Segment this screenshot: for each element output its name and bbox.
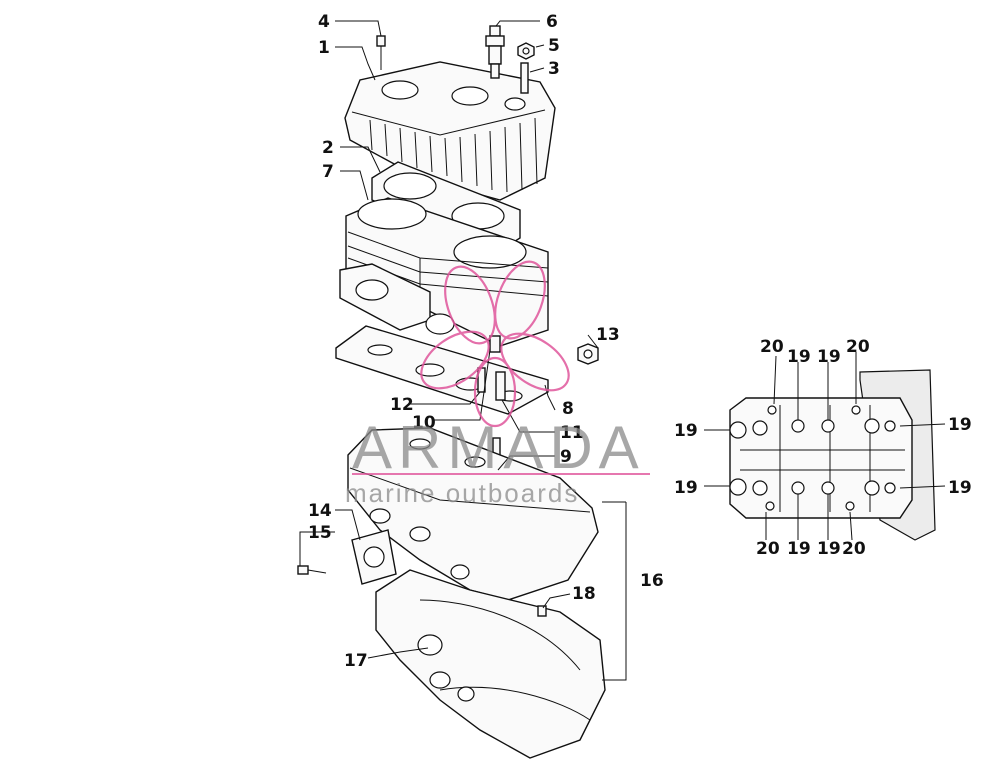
detail-callout-19-right-top: 19: [948, 415, 972, 435]
callout-12: 12: [390, 395, 414, 415]
watermark: ARMADA marine outboards: [345, 260, 650, 508]
detail-callout-19-right-bottom: 19: [948, 478, 972, 498]
detail-callout-19-bottom-1: 19: [787, 539, 811, 559]
callout-10: 10: [412, 413, 436, 433]
callout-5: 5: [548, 36, 560, 56]
watermark-tagline: marine outboards: [345, 478, 579, 508]
flange-nut: [577, 343, 599, 365]
detail-callout-19-bottom-2: 19: [817, 539, 841, 559]
callout-labels: 1 4 6 5 3 2 7 13 12 8 10 11 9 14 15 16 1…: [308, 12, 972, 671]
crankcase-lower: [375, 569, 606, 759]
callout-9: 9: [560, 447, 572, 467]
detail-callout-20-bottom-1: 20: [756, 539, 780, 559]
stud-long: [495, 371, 506, 401]
crankcase-detail-view: [729, 369, 936, 541]
stud: [520, 62, 529, 94]
callout-11: 11: [560, 423, 584, 443]
bearing-plug: [537, 605, 547, 617]
detail-callout-20-top-2: 20: [846, 337, 870, 357]
watermark-logo-icon: [420, 260, 570, 428]
detail-callout-20-top-1: 20: [760, 337, 784, 357]
callout-17: 17: [344, 651, 368, 671]
callout-15: 15: [308, 523, 332, 543]
callout-6: 6: [546, 12, 558, 32]
detail-callout-19-left-top: 19: [674, 421, 698, 441]
head-bolt: [376, 35, 386, 70]
callout-14: 14: [308, 501, 332, 521]
callout-1: 1: [318, 38, 330, 58]
callout-13: 13: [596, 325, 620, 345]
callout-7: 7: [322, 162, 334, 182]
exhaust-stud: [489, 335, 501, 353]
detail-callout-19-left-bottom: 19: [674, 478, 698, 498]
temperature-sensor: [485, 25, 505, 79]
callout-3: 3: [548, 59, 560, 79]
cylinder: [339, 197, 549, 347]
callout-4: 4: [318, 12, 330, 32]
cover-plate: [351, 529, 397, 585]
callout-16: 16: [640, 571, 664, 591]
detail-callout-19-top-1: 19: [787, 347, 811, 367]
watermark-brand: ARMADA: [352, 414, 645, 481]
detail-callout-20-bottom-2: 20: [842, 539, 866, 559]
nut: [517, 42, 535, 60]
callout-8: 8: [562, 399, 574, 419]
crankcase-upper: [347, 427, 599, 601]
callout-18: 18: [572, 584, 596, 604]
leader-lines: [299, 20, 946, 681]
detail-callout-19-top-2: 19: [817, 347, 841, 367]
callout-2: 2: [322, 138, 334, 158]
cover-bolt: [297, 565, 327, 575]
